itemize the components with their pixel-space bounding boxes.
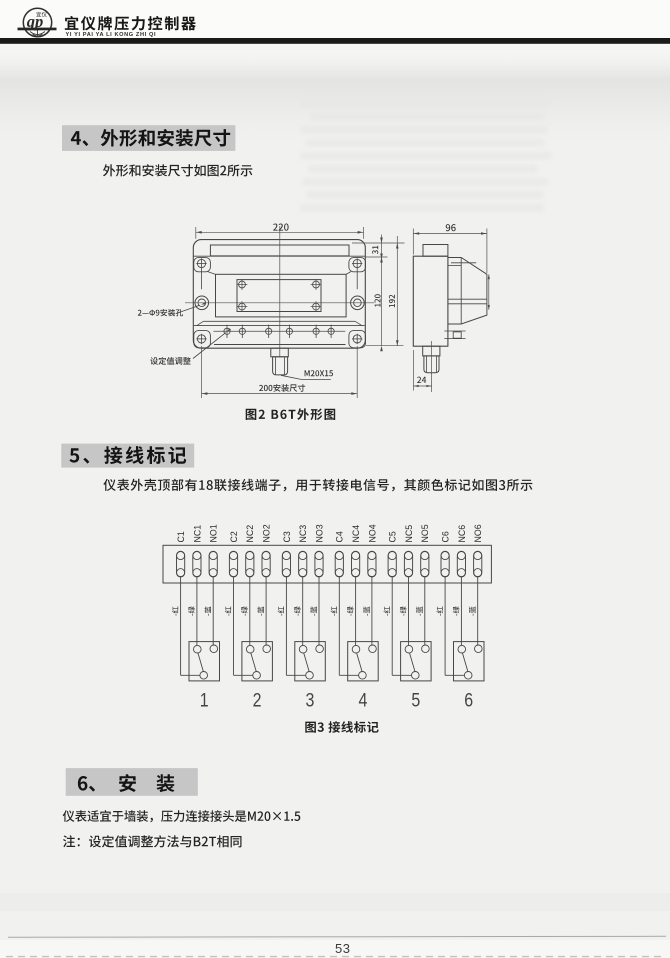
svg-text:4: 4 [358,689,367,711]
svg-text:C5: C5 [388,531,398,542]
svg-text:NO6: NO6 [473,524,483,542]
svg-text:NC4: NC4 [351,525,361,543]
svg-text:NC3: NC3 [298,525,308,543]
svg-text:3: 3 [306,689,315,711]
svg-text:NC2: NC2 [245,525,255,543]
svg-text:C2: C2 [229,531,239,542]
svg-text:5: 5 [411,689,420,711]
svg-text:C4: C4 [335,531,345,542]
svg-text:53: 53 [335,941,350,956]
svg-text:NC1: NC1 [192,525,202,543]
svg-text:NC5: NC5 [404,525,414,543]
svg-text:C3: C3 [282,531,292,542]
svg-text:NC6: NC6 [457,525,467,543]
svg-text:C6: C6 [441,531,451,542]
svg-text:YI YI PAI YA LI KONG ZHI QI: YI YI PAI YA LI KONG ZHI QI [66,32,157,38]
svg-text:C1: C1 [176,531,186,542]
svg-text:NO2: NO2 [262,524,272,542]
svg-text:NO3: NO3 [314,524,324,542]
svg-text:gp: gp [26,12,44,31]
svg-text:NO5: NO5 [420,524,430,542]
svg-text:NO4: NO4 [367,524,377,542]
svg-text:6: 6 [464,689,473,711]
svg-text:2: 2 [253,689,262,711]
svg-text:1: 1 [200,689,209,711]
svg-text:NO1: NO1 [209,524,219,542]
